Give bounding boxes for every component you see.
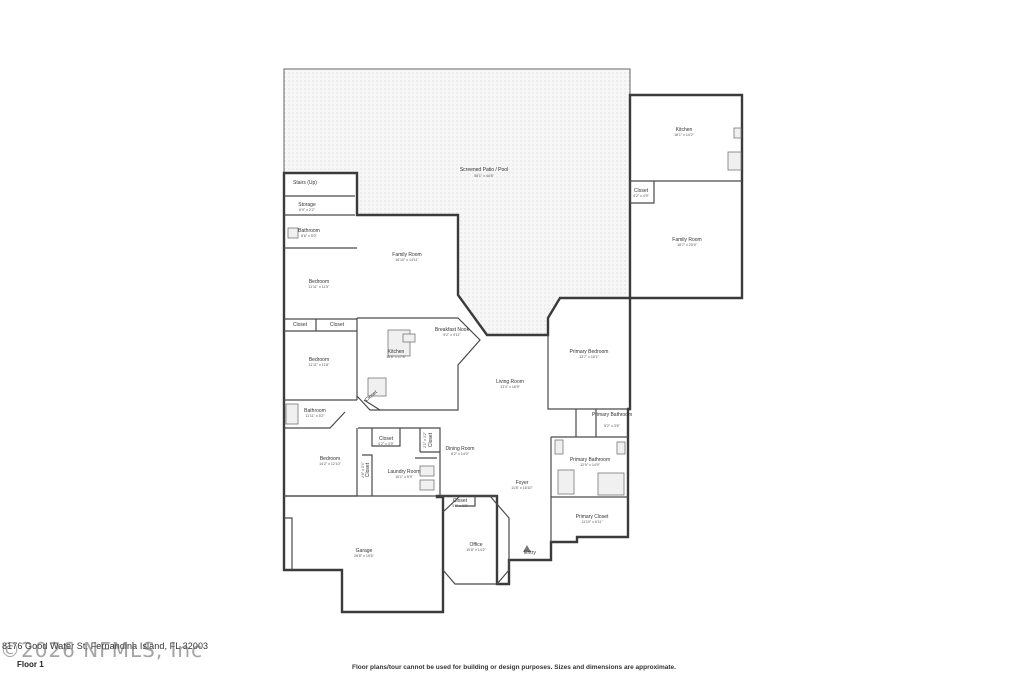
room-dims: 18'1" x 14'2" xyxy=(674,133,694,137)
room-dims: 26'8" x 19'6" xyxy=(354,554,374,558)
room-dims: 5'2" x 3'6" xyxy=(604,424,620,428)
room-name: Storage xyxy=(298,202,316,208)
room-dims: 11'8" x 16'10" xyxy=(511,486,533,490)
room-name: Primary Bathroom xyxy=(592,412,632,418)
room-name: Bedroom xyxy=(320,456,340,462)
room-name: Kitchen xyxy=(676,127,693,133)
room-dims: 11'11" x 11'5" xyxy=(309,285,331,289)
room-name: Entry xyxy=(524,550,536,556)
room-name: Screened Patio / Pool xyxy=(460,167,508,173)
room-name: Living Room xyxy=(496,379,524,385)
room-name: Primary Bathroom xyxy=(570,457,610,463)
copyright-watermark: ©2026 NFMLS, Inc xyxy=(0,638,204,662)
room-name: Laundry Room xyxy=(388,469,421,475)
room-name: Breakfast Nook xyxy=(435,327,470,333)
disclaimer-text: Floor plans/tour cannot be used for buil… xyxy=(352,664,676,671)
room-dims: 11'11" x 11'8" xyxy=(309,363,331,367)
room-dims: 16'8" x 17'8" xyxy=(386,355,406,359)
room-name: Primary Closet xyxy=(576,514,609,520)
room-name: Bathroom xyxy=(298,228,320,234)
room-name: Office xyxy=(470,542,483,548)
room-dims: 2'6" x 5'4" xyxy=(361,461,365,477)
room-dims: 58'1" x 44'8" xyxy=(474,174,494,178)
room-name: Closet xyxy=(330,322,345,328)
property-address: 8176 Good Water St, Fernandina Island, F… xyxy=(2,641,209,651)
room-dims: 14'2" x 12'10" xyxy=(319,462,341,466)
room-name: Family Room xyxy=(672,237,701,243)
room-name: Bathroom xyxy=(304,408,326,414)
room-name: Primary Bedroom xyxy=(570,349,609,355)
room-dims: 18'7" x 20'9" xyxy=(677,243,697,247)
room-name: Garage xyxy=(356,548,373,554)
room-name: Stairs (Up) xyxy=(293,180,317,186)
room-name: Family Room xyxy=(392,252,421,258)
room-name: Kitchen xyxy=(388,349,405,355)
room-dims: 11'10" x 6'11" xyxy=(581,520,603,524)
floor-label: Floor 1 xyxy=(17,660,44,669)
room-dims: 5'0" x 2'2" xyxy=(452,504,468,508)
room-dims: 13'7" x 18'1" xyxy=(579,355,599,359)
room-name: Closet xyxy=(428,432,434,447)
room-name: Dining Room xyxy=(446,446,475,452)
room-dims: 6'6" x 5'0" xyxy=(301,234,317,238)
room-dims: 2'1" x 3'2" xyxy=(423,431,427,447)
main-house-walls xyxy=(282,171,632,614)
room-name: Bedroom xyxy=(309,357,329,363)
room-name: Foyer xyxy=(516,480,529,486)
room-dims: 10'1" x 5'9" xyxy=(395,475,413,479)
room-dims: 4'2" x 4'9" xyxy=(633,194,649,198)
room-dims: 4'2" x 3'9" xyxy=(378,442,394,446)
room-dims: 6'9" x 2'2" xyxy=(299,208,315,212)
room-name: Closet xyxy=(634,188,649,194)
guest-suite-walls xyxy=(628,93,744,300)
room-dims: 11'11" x 5'2" xyxy=(305,414,325,418)
room-name: Closet xyxy=(379,436,394,442)
room-labels: Screened Patio / Pool 58'1" x 44'8" Kitc… xyxy=(293,127,702,558)
room-dims: 13'4" x 16'9" xyxy=(500,385,520,389)
room-dims: 12'9" x 14'9" xyxy=(580,463,600,467)
room-name: Bedroom xyxy=(309,279,329,285)
room-name: Closet xyxy=(453,498,468,504)
room-dims: 10'8" x 14'2" xyxy=(466,548,486,552)
room-name: Closet xyxy=(293,322,308,328)
room-dims: 16'10" x 14'11" xyxy=(395,258,419,262)
room-dims: 8'2" x 14'0" xyxy=(451,452,469,456)
room-name: Closet xyxy=(365,462,371,477)
room-dims: 9'2" x 9'11" xyxy=(443,333,461,337)
